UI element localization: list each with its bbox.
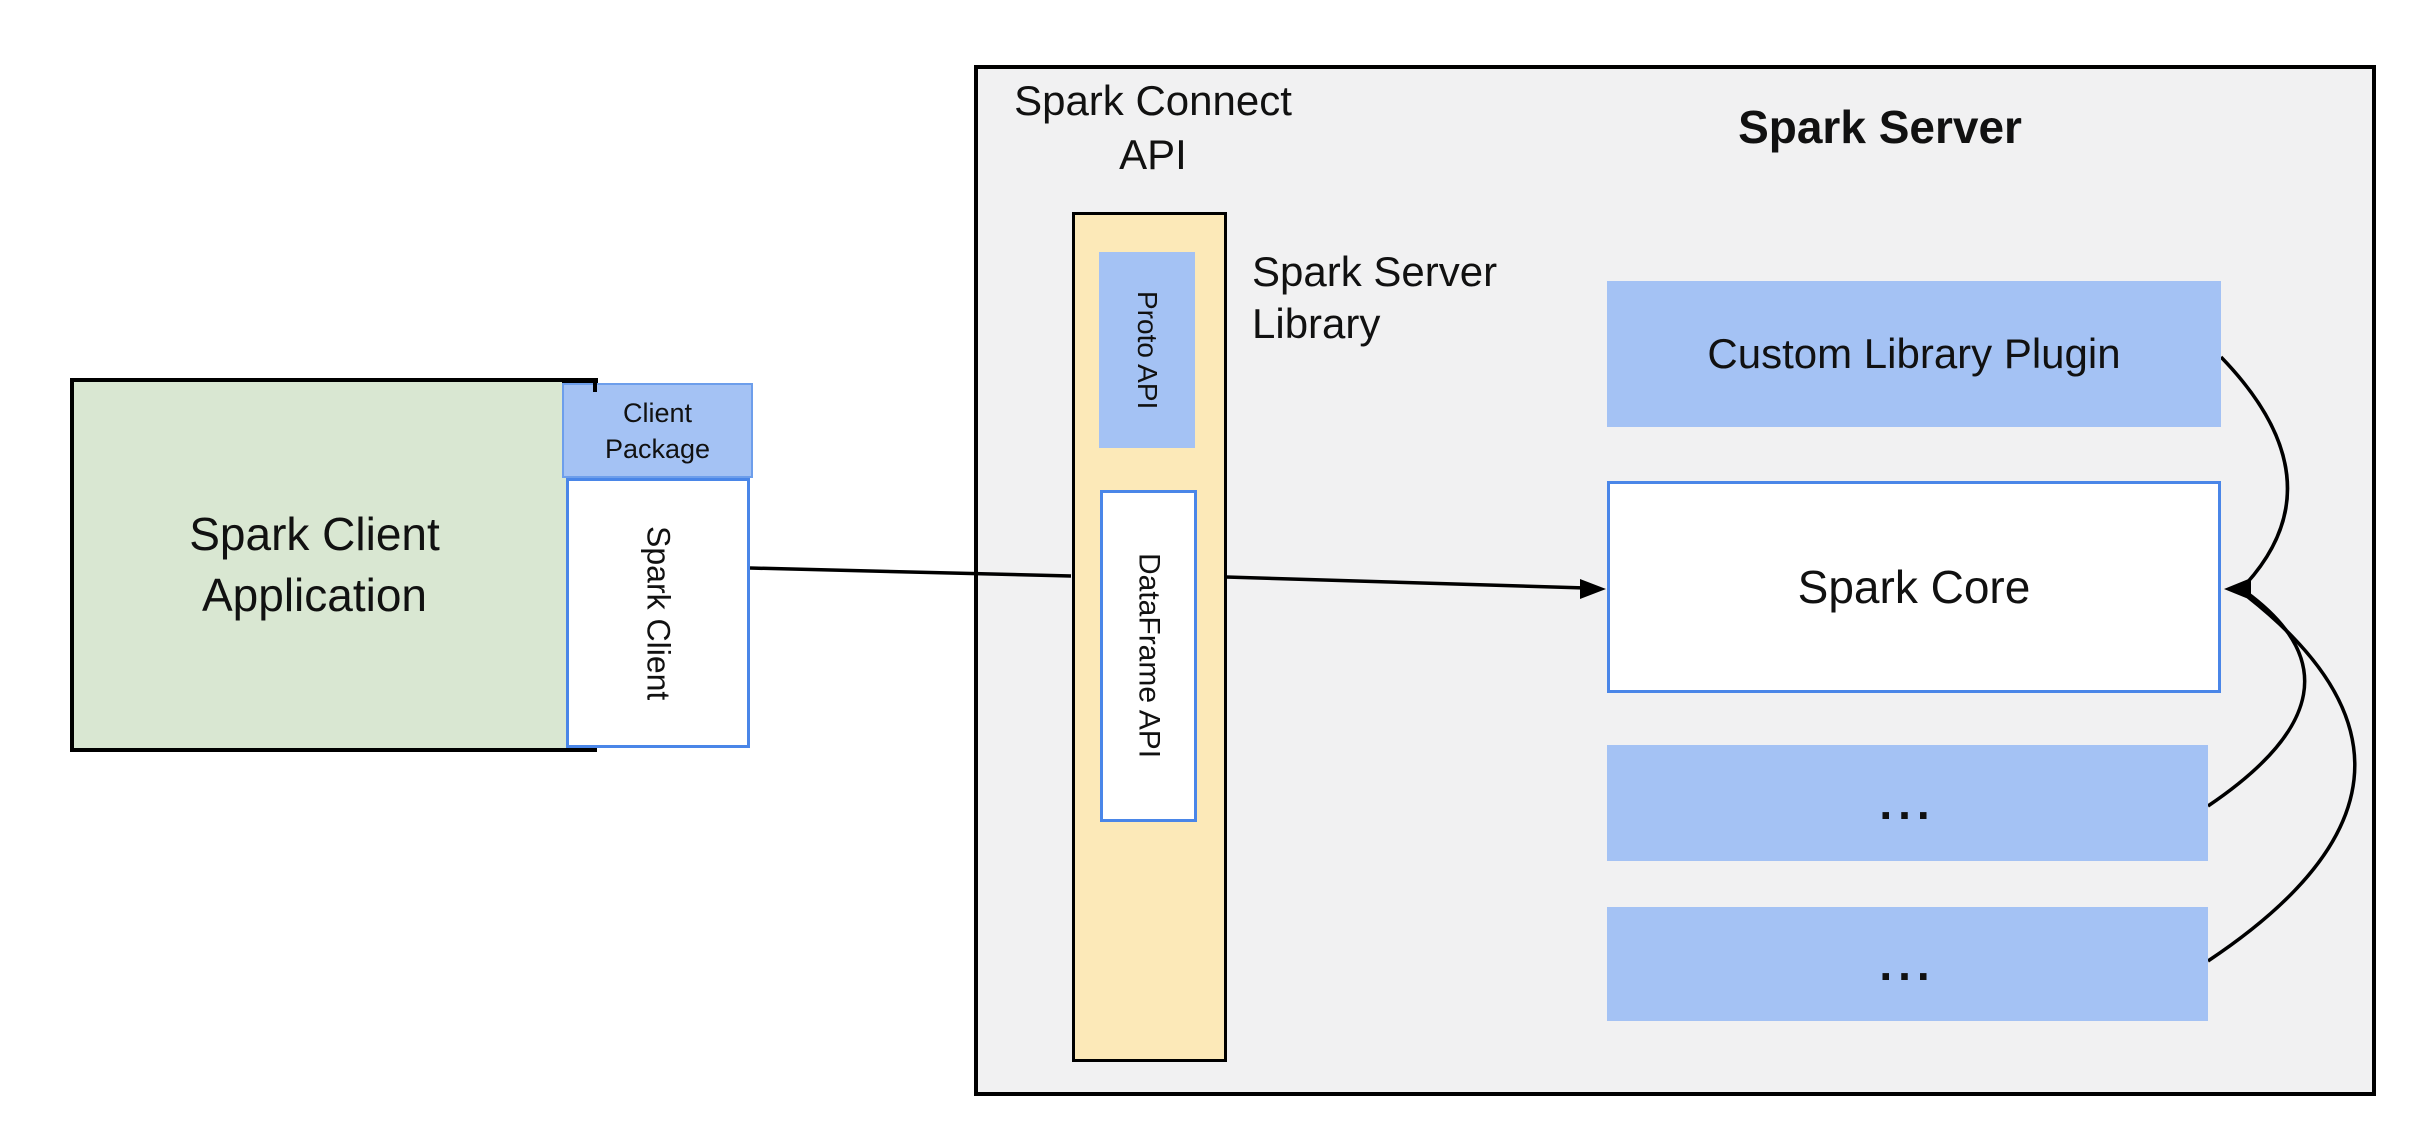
green-border-overhang [562, 378, 598, 383]
dataframe-api-label: DataFrame API [1132, 553, 1166, 759]
curve-ellipsis2-to-spark-core [2207, 595, 2357, 963]
curve-ellipsis1-to-spark-core [2207, 590, 2307, 808]
spark-core-label: Spark Core [1797, 561, 2031, 613]
spark-connect-api-title-line2: API [1119, 131, 1187, 178]
extension-box-1: ... [1607, 745, 2208, 861]
spark-core-box: Spark Core [1607, 481, 2221, 693]
spark-connect-api-title-line1: Spark Connect [1014, 77, 1292, 124]
spark-connect-api-title: Spark Connect API [1003, 74, 1303, 182]
arrow-connect-api-to-spark-core [1225, 575, 1587, 590]
arrowhead-into-spark-core-left-icon [1580, 579, 1606, 599]
extension-box-2-label: ... [1879, 938, 1936, 990]
spark-client-box: Spark Client [566, 478, 750, 748]
spark-server-library-label: Spark Server Library [1252, 246, 1582, 350]
dataframe-api-box: DataFrame API [1100, 490, 1197, 822]
arrow-client-to-connect-api [749, 566, 1072, 578]
client-package-line2: Package [604, 433, 711, 464]
client-package-box: Client Package [562, 383, 753, 478]
spark-client-application-line1: Spark Client [189, 508, 440, 560]
spark-client-application-label: Spark Client Application [70, 378, 559, 752]
spark-client-application-box [70, 378, 597, 752]
spark-client-application-line2: Application [201, 569, 428, 621]
extension-box-1-label: ... [1879, 777, 1936, 829]
spark-client-label: Spark Client [640, 525, 677, 701]
custom-library-plugin-box: Custom Library Plugin [1607, 281, 2221, 427]
client-package-line1: Client [622, 397, 693, 428]
curve-plugin-to-spark-core [2219, 355, 2290, 586]
spark-server-library-line1: Spark Server [1252, 248, 1498, 295]
spark-server-title: Spark Server [1738, 101, 2022, 153]
spark-server-library-line2: Library [1252, 300, 1381, 347]
proto-api-box: Proto API [1099, 252, 1195, 448]
proto-api-label: Proto API [1132, 290, 1163, 410]
green-border-tick [593, 383, 597, 392]
extension-box-2: ... [1607, 907, 2208, 1021]
arrowhead-into-spark-core-right-icon [2224, 578, 2251, 600]
custom-library-plugin-label: Custom Library Plugin [1707, 330, 2121, 377]
